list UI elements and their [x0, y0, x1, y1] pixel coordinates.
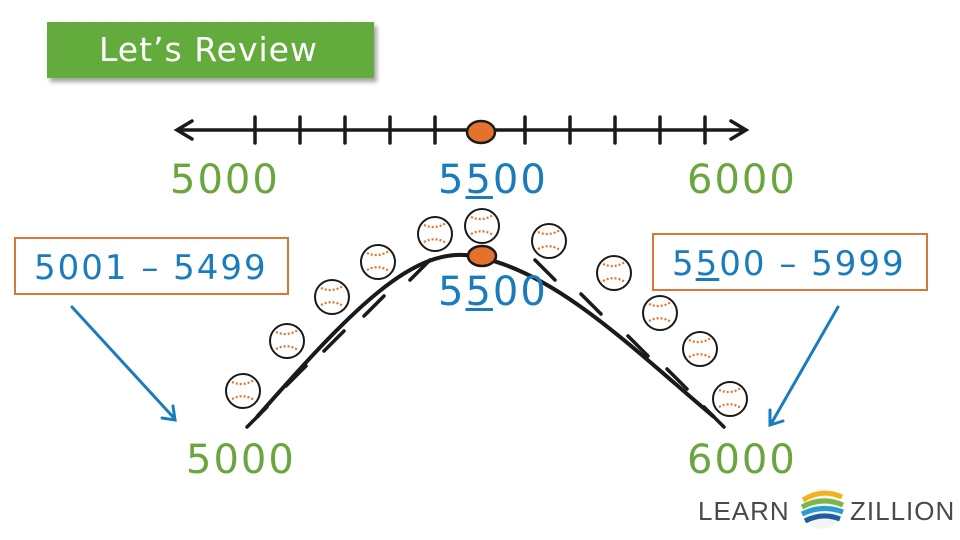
hill-left-label: 5000	[186, 437, 296, 483]
baseball-icon	[225, 373, 261, 409]
hill-tick	[533, 258, 557, 282]
baseball-icon	[642, 295, 678, 331]
lower-range-text: 5001 – 5499	[34, 248, 268, 288]
hill-peak-dot	[466, 244, 498, 268]
banner-title: Let’s Review	[99, 30, 318, 69]
upper-range-pre: 5	[672, 244, 696, 284]
right-range-arrow	[768, 305, 840, 428]
baseball-icon	[531, 223, 567, 259]
hill-tick	[322, 329, 346, 353]
upper-range-box: 5500 – 5999	[652, 233, 928, 291]
hill-tick	[626, 334, 650, 358]
mid-post: 00	[492, 157, 548, 203]
baseball-icon	[269, 323, 305, 359]
mid-underlined-digit: 5	[465, 157, 493, 203]
hill-tick	[245, 405, 269, 429]
logo-right-text: ZILLION	[850, 496, 956, 526]
upper-range-underlined-digit: 5	[695, 244, 720, 284]
lets-review-banner: Let’s Review	[47, 22, 374, 78]
baseball-icon	[682, 331, 718, 367]
learnzillion-logo-mark	[800, 489, 844, 529]
number-line-ticks	[253, 115, 707, 145]
baseball-icon	[314, 279, 350, 315]
hill-tick	[579, 292, 603, 316]
right-arrow-head	[729, 119, 750, 141]
hill-tick	[702, 405, 726, 429]
hill-right-label: 6000	[687, 437, 797, 483]
baseballs	[225, 208, 748, 417]
baseball-icon	[360, 244, 396, 280]
mid-pre: 5	[438, 157, 466, 203]
peak-post: 00	[492, 269, 548, 315]
logo-left-text: LEARN	[698, 496, 790, 526]
hill-tick	[408, 258, 432, 282]
number-line-left-label: 5000	[170, 157, 280, 203]
hill-tick	[362, 294, 386, 318]
hill-tick	[665, 367, 689, 391]
left-arrow-head	[173, 119, 194, 141]
number-line-mid-label: 5500	[438, 160, 548, 200]
peak-underlined-digit: 5	[465, 269, 493, 315]
number-line-right-label: 6000	[687, 157, 797, 203]
number-line	[173, 115, 750, 145]
baseball-icon	[417, 216, 453, 252]
upper-range-post: 00 – 5999	[719, 244, 906, 284]
lower-range-box: 5001 – 5499	[14, 237, 289, 295]
baseball-icon	[596, 255, 632, 291]
number-line-midpoint-dot	[465, 119, 497, 145]
baseball-icon	[464, 208, 500, 244]
left-range-arrow	[70, 305, 177, 422]
hill-ticks	[245, 258, 726, 429]
hill-tick	[284, 364, 308, 388]
peak-pre: 5	[438, 269, 466, 315]
baseball-icon	[712, 381, 748, 417]
hill-peak-label: 5500	[438, 272, 548, 312]
